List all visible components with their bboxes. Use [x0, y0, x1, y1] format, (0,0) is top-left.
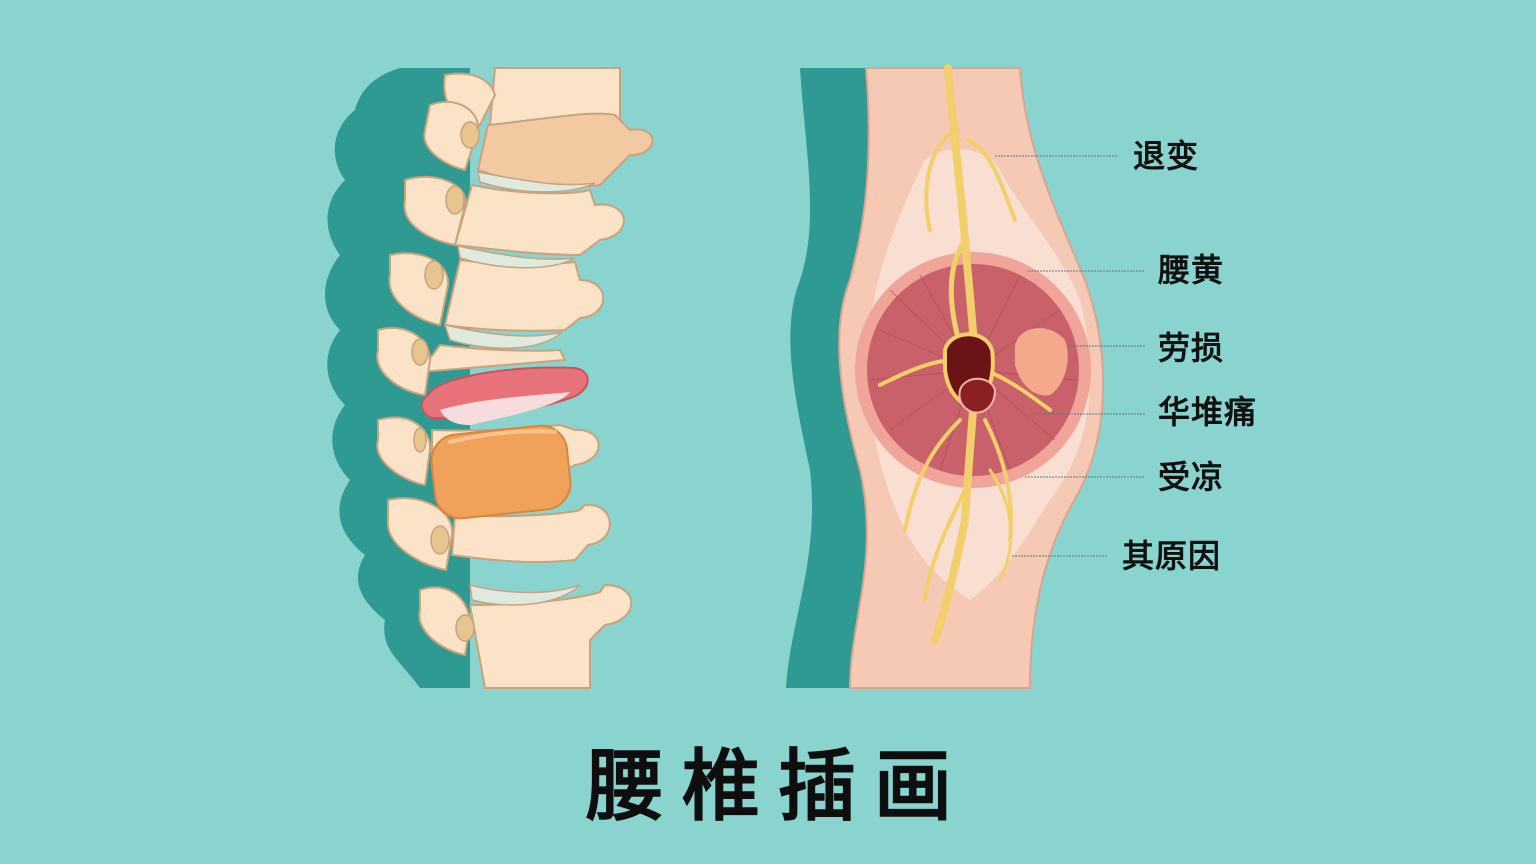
label-disc-herniation: 华堆痛: [1158, 393, 1258, 431]
page-title: 腰椎插画: [586, 741, 971, 832]
label-cold-exposure: 受凉: [1158, 458, 1225, 496]
bulging-orange-disc: [430, 424, 572, 520]
label-lumbar-ligament: 腰黄: [1158, 251, 1225, 289]
back-shadow: [786, 68, 871, 688]
label-strain: 劳损: [1158, 329, 1225, 367]
label-other-causes: 其原因: [1122, 537, 1222, 575]
label-degeneration: 退变: [1133, 137, 1200, 175]
